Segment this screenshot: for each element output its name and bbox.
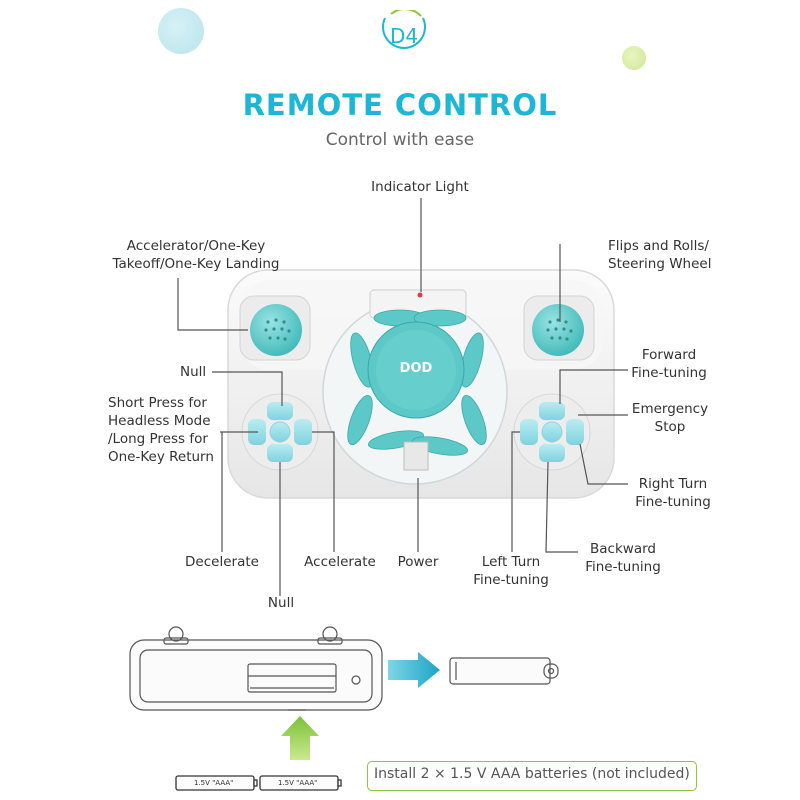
battery-controller-outline — [129, 626, 383, 711]
drone-brand-mark: DOD — [400, 361, 433, 376]
label-left-turn: Left Turn Fine-tuning — [466, 553, 556, 589]
label-backward: Backward Fine-tuning — [578, 540, 668, 576]
battery-cover — [449, 657, 559, 685]
indicator-light-dot — [417, 292, 423, 298]
battery-label-1: 1.5V "AAA" — [194, 779, 234, 787]
left-stick — [250, 304, 302, 356]
label-decelerate: Decelerate — [185, 554, 259, 570]
label-backward-line1: Backward — [590, 541, 656, 557]
label-flips: Flips and Rolls/ Steering Wheel — [608, 237, 768, 273]
label-power: Power — [397, 554, 439, 570]
d4-logo: D4 — [382, 10, 426, 49]
page-title: REMOTE CONTROL — [242, 88, 558, 122]
label-null-top: Null — [180, 364, 207, 380]
label-emergency-line2: Stop — [654, 419, 686, 435]
label-accelerate: Accelerate — [304, 554, 376, 570]
install-note-box — [367, 761, 697, 791]
callout-lines — [177, 198, 628, 596]
right-dpad — [513, 393, 591, 471]
arrow-up — [281, 716, 319, 760]
page-subtitle: Control with ease — [325, 130, 475, 150]
label-right-turn-line1: Right Turn — [638, 476, 708, 492]
decor-dot-left — [158, 8, 204, 54]
aaa-battery-2 — [259, 775, 342, 791]
label-right-turn-line2: Fine-tuning — [635, 494, 711, 510]
label-short-press-line3: /Long Press for — [108, 431, 208, 447]
install-note: Install 2 × 1.5 V AAA batteries (not inc… — [374, 766, 690, 782]
drone-compartment: DOD — [322, 289, 508, 485]
logo-text: D4 — [390, 24, 418, 48]
label-backward-line2: Fine-tuning — [585, 559, 661, 575]
arrow-right — [388, 652, 440, 688]
decor-dot-right — [622, 46, 646, 70]
label-emergency-line1: Emergency — [631, 401, 709, 417]
label-flips-line2: Steering Wheel — [608, 256, 712, 272]
label-short-press-line1: Short Press for — [108, 395, 207, 411]
label-accelerator-line2: Takeoff/One-Key Landing — [112, 256, 280, 272]
battery-label-2: 1.5V "AAA" — [278, 779, 318, 787]
label-accelerator-line1: Accelerator/One-Key — [126, 238, 266, 254]
label-forward: Forward Fine-tuning — [624, 346, 714, 382]
label-short-press: Short Press for Headless Mode /Long Pres… — [108, 394, 238, 466]
label-short-press-line2: Headless Mode — [108, 413, 211, 429]
aaa-battery-1 — [175, 775, 258, 791]
label-null-bottom: Null — [267, 595, 295, 611]
label-left-turn-line1: Left Turn — [481, 554, 541, 570]
label-short-press-line4: One-Key Return — [108, 449, 214, 465]
label-emergency: Emergency Stop — [624, 400, 716, 436]
label-indicator-light: Indicator Light — [371, 179, 469, 195]
right-stick — [532, 304, 584, 356]
label-left-turn-line2: Fine-tuning — [473, 572, 549, 588]
label-right-turn: Right Turn Fine-tuning — [628, 475, 718, 511]
label-flips-line1: Flips and Rolls/ — [608, 238, 709, 254]
label-accelerator: Accelerator/One-Key Takeoff/One-Key Land… — [96, 237, 296, 273]
label-forward-line1: Forward — [641, 347, 697, 363]
label-forward-line2: Fine-tuning — [631, 365, 707, 381]
